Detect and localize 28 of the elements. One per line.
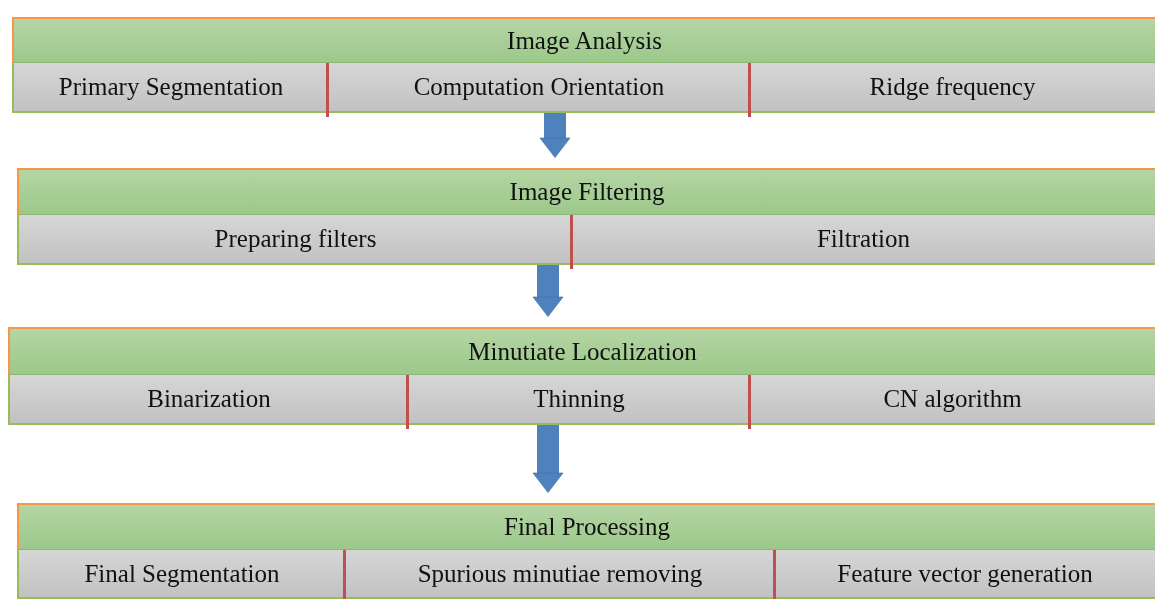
step-label: Preparing filters [214, 225, 377, 253]
stage-header-bar [17, 168, 1155, 215]
step-label: Filtration [816, 225, 911, 253]
step-cell [8, 375, 408, 425]
step-label: Feature vector generation [837, 559, 1093, 588]
stage-title: Final Processing [504, 513, 670, 541]
stage-title: Image Filtering [509, 178, 665, 206]
step-cell [775, 550, 1155, 599]
step-label: Binarization [147, 385, 271, 413]
step-label: Ridge frequency [869, 73, 1036, 101]
stage-header-bar [12, 17, 1155, 63]
block-arrow [532, 265, 564, 317]
stage-header-bar [8, 327, 1155, 375]
step-label: Thinning [533, 385, 625, 413]
step-label: Spurious minutiae removing [417, 559, 703, 588]
block-arrow [539, 113, 571, 158]
step-cell [17, 215, 572, 265]
step-label: Computation Orientation [413, 73, 665, 101]
step-label: Primary Segmentation [58, 73, 284, 101]
stage-header-bar [17, 503, 1155, 550]
step-cell [12, 63, 328, 113]
step-cell [17, 550, 345, 599]
block-arrow [532, 425, 564, 493]
step-label: CN algorithm [883, 385, 1022, 413]
stage-title: Image Analysis [507, 26, 662, 55]
step-cell [345, 550, 775, 599]
step-label: Final Segmentation [84, 559, 280, 588]
stage-title: Minutiate Localization [468, 337, 697, 366]
